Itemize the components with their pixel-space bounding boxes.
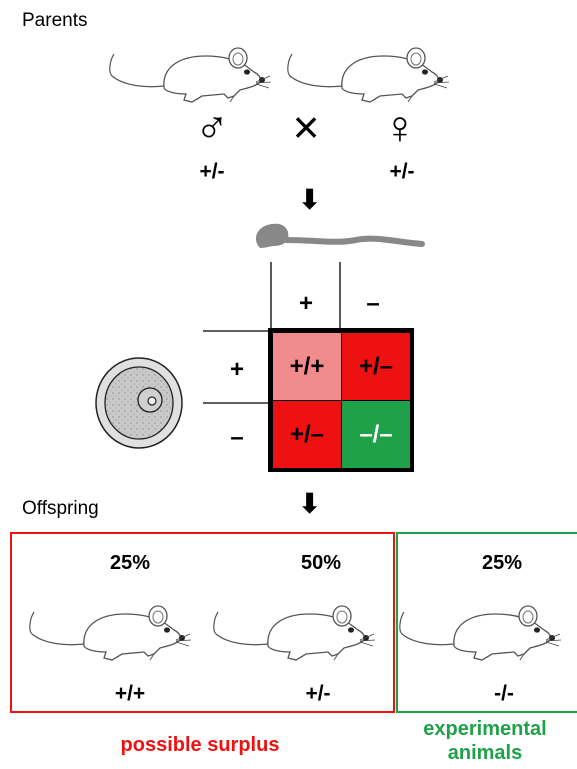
- offspring-mouse-wt-icon: [29, 605, 192, 661]
- cross-symbol: ×: [292, 101, 320, 153]
- female-symbol-icon: ♀: [382, 101, 418, 153]
- offspring-percent-wt: 25%: [109, 552, 151, 574]
- egg-allele-plus: +: [229, 356, 244, 383]
- arrow-down-icon: ⬇: [298, 184, 322, 215]
- surplus-caption: possible surplus: [120, 734, 280, 756]
- sperm-icon: [256, 223, 425, 248]
- offspring-genotype-het: +/-: [305, 682, 331, 705]
- male-symbol-icon: ♂: [194, 101, 230, 153]
- offspring-genotype-ko: -/-: [494, 682, 514, 705]
- experimental-caption-line2: animals: [447, 742, 523, 764]
- experimental-box: [396, 532, 577, 713]
- male-genotype: +/-: [199, 160, 225, 183]
- punnett-cell-pp-label: +/+: [289, 352, 325, 380]
- egg-allele-minus: –: [230, 424, 244, 451]
- punnett-cell-pm-top-label: +/–: [358, 352, 394, 380]
- surplus-box: [10, 532, 395, 713]
- punnett-cell-pm-bottom: +/–: [273, 401, 341, 468]
- punnett-cell-pm-top: +/–: [342, 333, 410, 400]
- offspring-mouse-het-icon: [213, 605, 376, 661]
- offspring-title: Offspring: [22, 498, 99, 519]
- offspring-percent-het: 50%: [300, 552, 342, 574]
- punnett-cell-mm-label: –/–: [359, 420, 393, 448]
- punnett-square: +/+ +/– +/– –/–: [268, 328, 414, 472]
- punnett-cell-mm: –/–: [342, 401, 410, 468]
- offspring-mouse-ko-icon: [399, 605, 562, 661]
- experimental-caption-line1: experimental: [423, 718, 547, 740]
- punnett-cell-pp: +/+: [273, 333, 341, 400]
- female-genotype: +/-: [389, 160, 415, 183]
- sperm-allele-plus: +: [298, 290, 313, 317]
- parents-title: Parents: [22, 10, 88, 31]
- punnett-cell-pm-bottom-label: +/–: [289, 420, 325, 448]
- offspring-genotype-wt: +/+: [114, 682, 146, 705]
- offspring-percent-ko: 25%: [481, 552, 523, 574]
- sperm-allele-minus: –: [366, 290, 380, 317]
- arrow-down-icon: ⬇: [298, 488, 322, 519]
- egg-cell-icon: [95, 357, 183, 449]
